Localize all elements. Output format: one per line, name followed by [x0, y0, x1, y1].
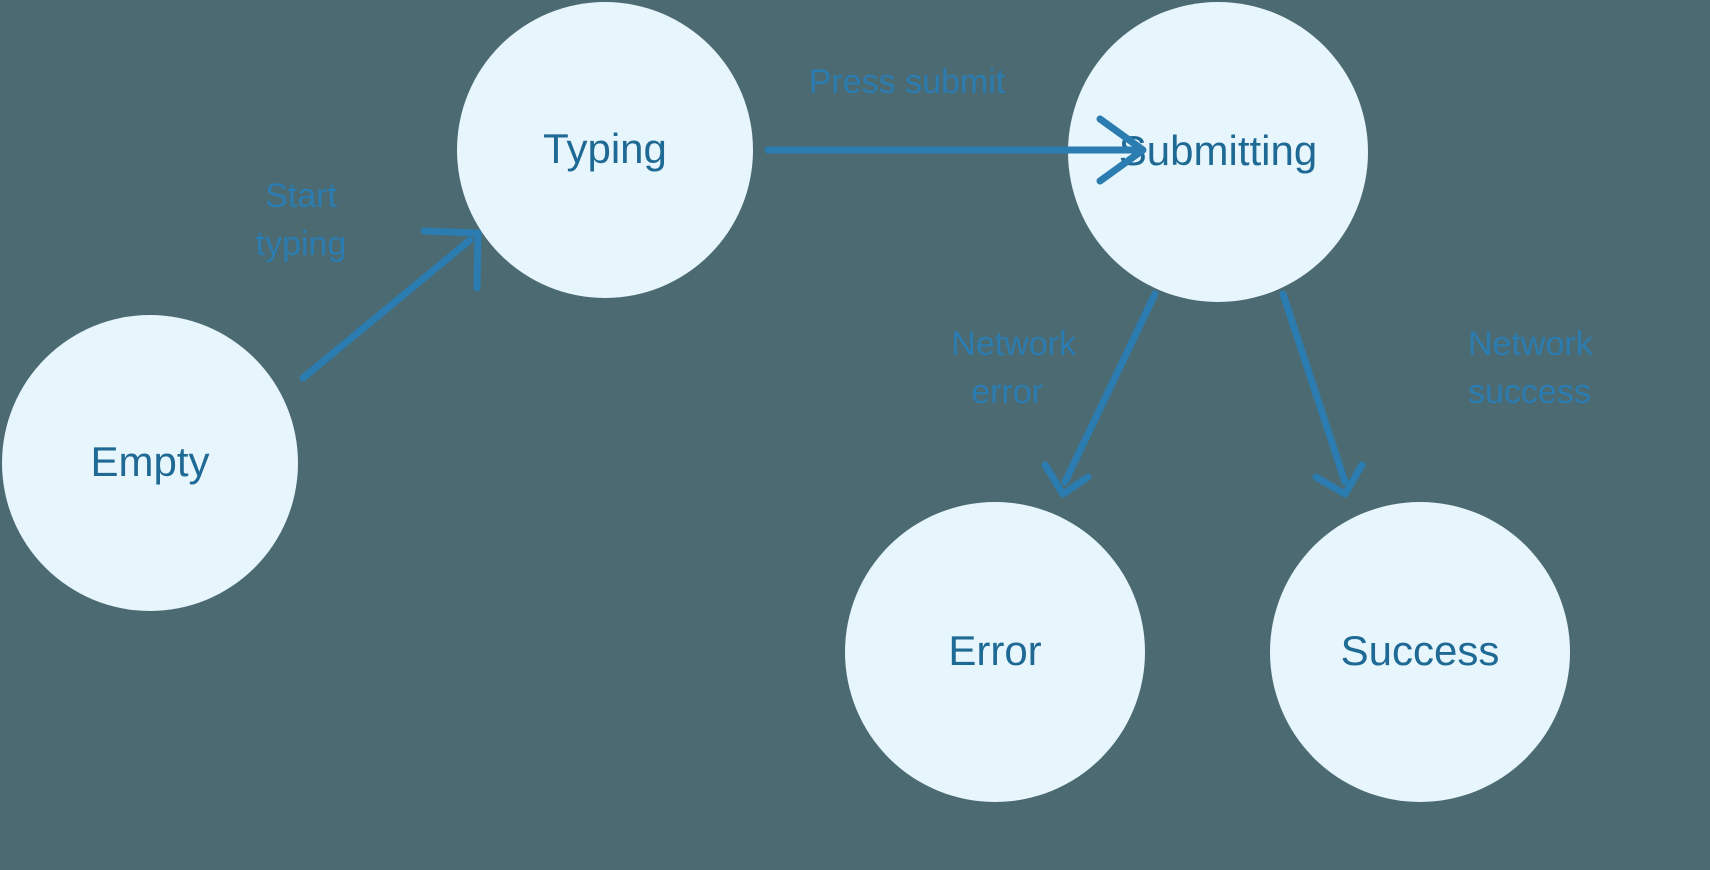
edge-label-network-error-line2: error: [971, 373, 1043, 411]
edge-label-start-typing: Start: [265, 177, 337, 215]
edge-label-press-submit: Press submit: [809, 63, 1006, 101]
node-submitting-label: Submitting: [1119, 127, 1317, 174]
node-empty-label: Empty: [90, 438, 209, 485]
node-success-label: Success: [1341, 627, 1500, 674]
edge-submitting-to-error-arrowhead: [1041, 461, 1092, 498]
edge-submitting-to-success-line: [1279, 290, 1349, 486]
node-submitting[interactable]: Submitting: [1068, 2, 1368, 302]
edge-empty-to-typing: Start typing: [256, 177, 482, 382]
node-success-circle[interactable]: [1270, 502, 1570, 802]
node-error-circle[interactable]: [845, 502, 1145, 802]
edge-label-network-error: Network: [951, 325, 1077, 363]
edge-empty-to-typing-arrowhead: [420, 227, 482, 292]
node-typing[interactable]: Typing: [457, 2, 753, 298]
node-error-label: Error: [948, 627, 1041, 674]
edge-submitting-to-error-line: [1061, 290, 1159, 486]
node-typing-circle[interactable]: [457, 2, 753, 298]
edge-label-network-success-line2: success: [1468, 373, 1591, 411]
edge-submitting-to-error: Network error: [951, 290, 1159, 498]
edge-typing-to-submitting: Press submit: [764, 63, 1147, 185]
node-error[interactable]: Error: [845, 502, 1145, 802]
edge-submitting-to-success: Network success: [1279, 290, 1594, 498]
edge-empty-to-typing-line: [299, 236, 474, 382]
node-empty[interactable]: Empty: [2, 315, 298, 611]
edge-label-network-success: Network: [1468, 325, 1594, 363]
edge-typing-to-submitting-arrowhead: [1096, 115, 1147, 185]
node-submitting-circle[interactable]: [1068, 2, 1368, 302]
node-success[interactable]: Success: [1270, 502, 1570, 802]
node-typing-label: Typing: [543, 125, 667, 172]
edge-submitting-to-success-arrowhead: [1312, 461, 1366, 498]
edge-label-start-typing-line2: typing: [256, 225, 347, 263]
node-empty-circle[interactable]: [2, 315, 298, 611]
